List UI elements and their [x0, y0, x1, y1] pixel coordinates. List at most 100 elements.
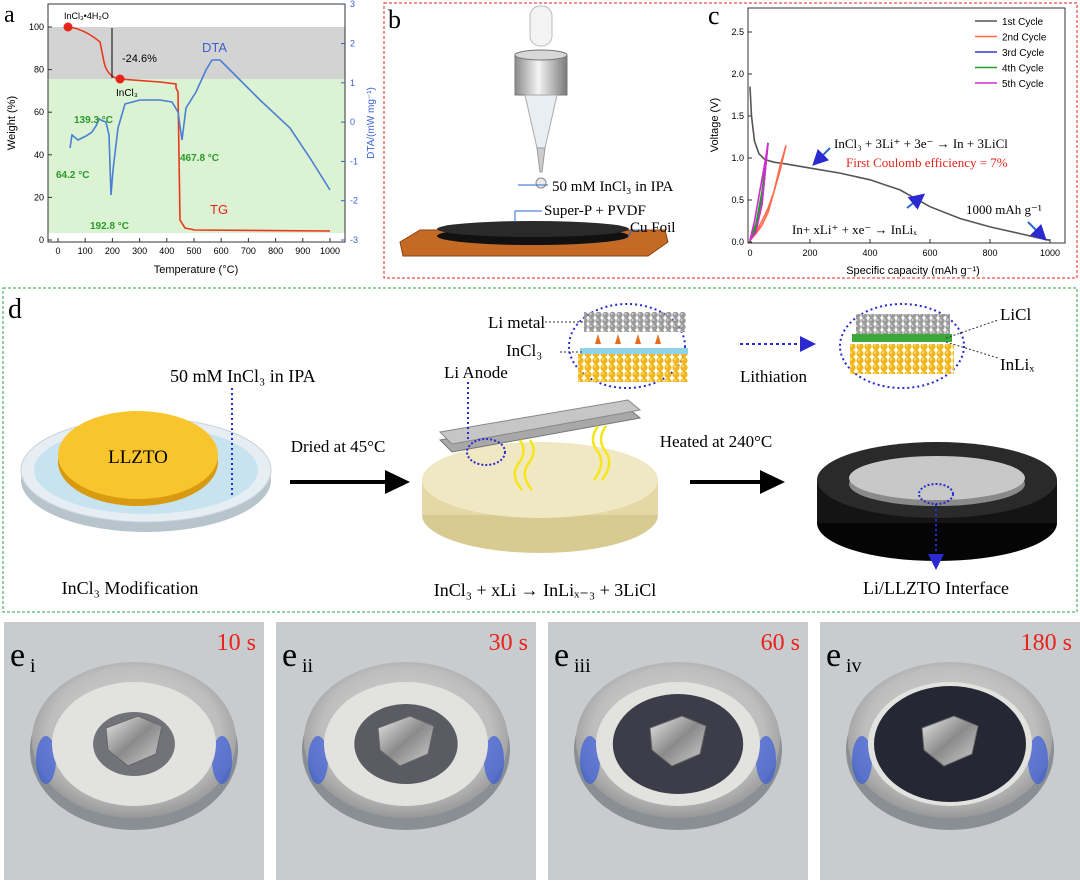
peak-label-192: 192.8 °C [90, 221, 129, 232]
photo-sublabel: i [30, 655, 36, 677]
zoom-llzto [578, 354, 688, 382]
zoom2-llzto [850, 344, 954, 374]
photo-sublabel: ii [302, 655, 314, 677]
licl-label: LiCl [1000, 305, 1031, 324]
y-tick-label-c: 1.5 [731, 111, 744, 121]
dish-blue-right [756, 736, 776, 784]
heated-label: Heated at 240°C [660, 432, 773, 451]
solution-label-d: 50 mM InCl₃ in IPA [170, 366, 316, 386]
zoom-li-metal [584, 312, 686, 332]
electrode-disk-top [437, 221, 629, 237]
y-tick-label-c: 2.0 [731, 69, 744, 79]
photo-label: e [826, 637, 841, 674]
photo-time: 30 s [489, 630, 528, 656]
x-tick-label-a: 600 [214, 246, 229, 256]
x-tick-label-a: 200 [105, 246, 120, 256]
pellet-top [422, 442, 658, 518]
li-anode-label: Li Anode [444, 363, 508, 382]
y-tick-label-a: 0 [39, 235, 44, 245]
dish-blue-left [852, 736, 872, 784]
dropper-tube [524, 94, 558, 149]
y-tick-label-c: 0.5 [731, 195, 744, 205]
tg-label: TG [210, 202, 228, 217]
y-tick-label-a: 60 [34, 107, 44, 117]
capacity-arrow [1027, 221, 1047, 241]
dish-blue-right [1028, 736, 1048, 784]
droplet [535, 177, 547, 189]
y-axis-label-c: Voltage (V) [709, 98, 721, 152]
right-tick-label-a: -3 [350, 235, 358, 245]
x-axis-label-c: Specific capacity (mAh g⁻¹) [846, 265, 980, 277]
x-tick-label-a: 500 [186, 246, 201, 256]
y-tick-label-a: 40 [34, 150, 44, 160]
dish-blue-right [212, 736, 232, 784]
series-line-5 [749, 142, 769, 241]
hydrate-point [63, 22, 73, 32]
panel-label-b: b [388, 5, 401, 34]
li-foil [377, 715, 435, 767]
vapor-right [591, 425, 611, 481]
anode-zoom-circle [466, 438, 506, 466]
x-tick-label-c: 400 [862, 248, 877, 258]
dta-curve [69, 59, 331, 196]
photo-label: e [10, 637, 25, 674]
vapor-left [513, 439, 535, 491]
electrode-label: Super-P + PVDF [544, 203, 646, 219]
photo-time: 10 s [217, 630, 256, 656]
zoom2-licl-layer [852, 334, 952, 342]
panel-d: d LLZTO 50 mM InCl₃ in IPA InCl₃ Modific… [2, 287, 1078, 613]
incl3-label: InCl₃ [506, 341, 542, 360]
y-tick-labels-c: 0.0 0.5 1.0 1.5 2.0 2.5 [731, 27, 752, 247]
foil-label: Cu Foil [630, 220, 675, 236]
legend-entry-c: 3rd Cycle [1002, 48, 1045, 59]
right-tick-label-a: -1 [350, 156, 358, 166]
x-tick-label-c: 600 [922, 248, 937, 258]
plot-frame-a [47, 3, 346, 243]
reaction1-label: InCl₃ + 3Li⁺ + 3e⁻ → In + 3LiCl [834, 136, 1008, 151]
li-foil [649, 715, 707, 767]
dropper-collar-top [514, 49, 568, 61]
dropper-bulb [529, 5, 553, 47]
x-tick-label-a: 800 [268, 246, 283, 256]
x-tick-label-c: 800 [982, 248, 997, 258]
plot-frame-c [747, 7, 1066, 244]
li-anode-top [438, 399, 642, 445]
lithiation-label: Lithiation [740, 367, 808, 386]
dish-blue-left [580, 736, 600, 784]
x-tick-label-a: 300 [132, 246, 147, 256]
y-tick-label-a: 20 [34, 192, 44, 202]
inlix-pointer [945, 341, 999, 359]
right-tick-label-a: 2 [350, 39, 355, 49]
interface-label: Li/LLZTO Interface [863, 578, 1009, 598]
photo-label: e [554, 637, 569, 674]
right-axis-label-a: DTA/(mW mg⁻¹) [366, 87, 377, 159]
panel-b-frame [383, 2, 1078, 279]
x-tick-label-c: 1000 [1040, 248, 1060, 258]
anhydrous-point [115, 74, 125, 84]
legend-entry-c: 5th Cycle [1002, 79, 1044, 90]
efficiency-label: First Coulomb efficiency = 7% [846, 155, 1008, 170]
li-foil [921, 715, 979, 767]
y-tick-label-c: 2.5 [731, 27, 744, 37]
tg-curve [67, 26, 331, 232]
x-tick-label-a: 1000 [320, 246, 340, 256]
reaction-label-d: InCl₃ + xLi → InLiₓ₋₃ + 3LiCl [434, 580, 657, 600]
y-tick-label-c: 0.0 [731, 237, 744, 247]
y-tick-label-c: 1.0 [731, 153, 744, 163]
x-tick-label-a: 700 [241, 246, 256, 256]
dropper-tip [536, 147, 546, 173]
series-line-2 [749, 145, 787, 241]
photo-sublabel: iv [846, 655, 862, 677]
inlix-label: InLiₓ [1000, 355, 1034, 374]
x-tick-label-c: 200 [802, 248, 817, 258]
x-axis-label-a: Temperature (°C) [154, 264, 238, 276]
weight-loss-label: -24.6% [122, 53, 157, 65]
photo-time: 60 s [761, 630, 800, 656]
right-tick-label-a: -2 [350, 196, 358, 206]
